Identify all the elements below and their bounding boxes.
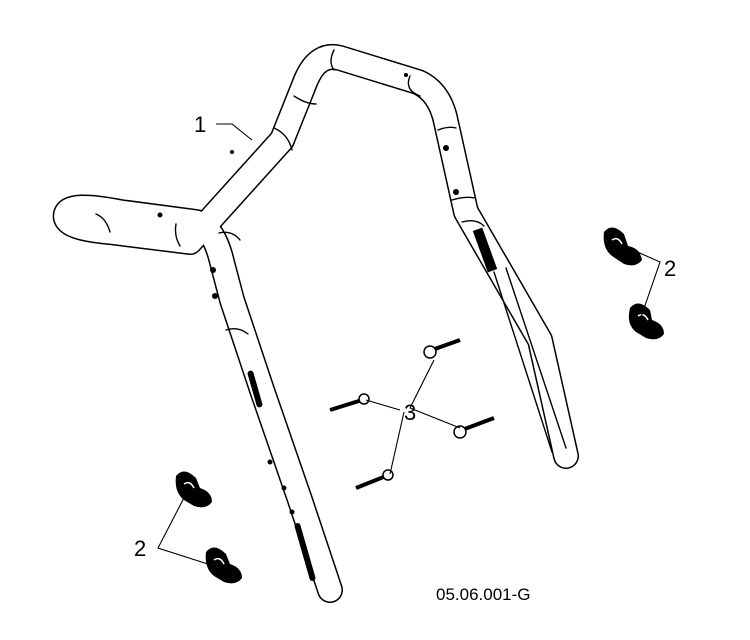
handle-bar-inner: [54, 45, 578, 602]
handle-bar-outline: [52, 44, 579, 603]
knob-upper-right: [603, 227, 642, 266]
knob-lower-left: [205, 547, 242, 584]
bolt-top: [423, 338, 461, 359]
handle-bar: [52, 44, 579, 603]
tube-slots: [247, 227, 567, 581]
callout-2-left: 2: [134, 536, 146, 561]
bolt-left: [329, 393, 370, 412]
tube-holes: [157, 73, 459, 515]
leader-lines: [157, 123, 661, 567]
callout-1: 1: [194, 112, 206, 137]
tube-joints: [95, 49, 485, 335]
bolt-bottom: [355, 469, 394, 490]
knob-lower-right: [628, 303, 664, 340]
drawing-code: 05.06.001-G: [436, 585, 531, 604]
callout-2-right: 2: [664, 256, 676, 281]
knob-upper-left: [175, 471, 212, 508]
bolt-right: [453, 416, 495, 439]
callout-3: 3: [404, 400, 416, 425]
